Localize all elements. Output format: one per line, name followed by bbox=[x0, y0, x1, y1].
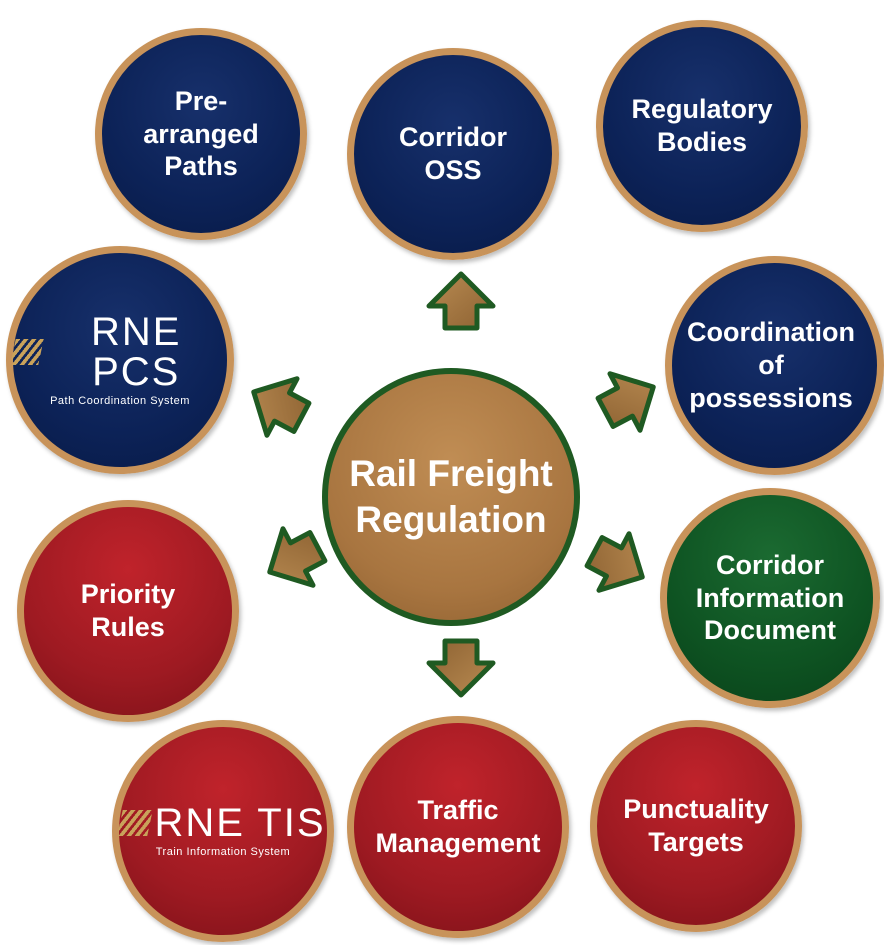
center-label-line1: Rail Freight bbox=[349, 452, 553, 494]
node-pre-arranged-paths: Pre- arranged Paths bbox=[95, 28, 307, 240]
node-rne-pcs: RNE PCS Path Coordination System bbox=[6, 246, 234, 474]
rne-pcs-logo-subtitle: Path Coordination System bbox=[50, 394, 190, 407]
node-label-line: of bbox=[758, 350, 784, 381]
rne-logo-mark-icon bbox=[117, 809, 154, 836]
node-label-line: Punctuality bbox=[623, 794, 769, 825]
arrow-up bbox=[429, 274, 493, 328]
rne-pcs-logo-text: RNE PCS bbox=[90, 309, 182, 394]
node-coordination-of-possessions: Coordination of possessions bbox=[665, 256, 884, 475]
node-rne-tis: RNE TIS Train Information System bbox=[112, 720, 334, 942]
node-priority-rules: Priority Rules bbox=[17, 500, 239, 722]
node-label-line: Priority bbox=[80, 579, 176, 610]
node-label-line: Rules bbox=[91, 612, 165, 642]
arrow-down bbox=[429, 641, 493, 695]
arrow-down-left bbox=[255, 518, 333, 600]
center-label-line2: Regulation bbox=[355, 499, 547, 540]
rne-pcs-logo: RNE PCS Path Coordination System bbox=[10, 309, 227, 408]
arrow-down-right bbox=[580, 523, 658, 605]
node-label-line: Information bbox=[695, 582, 845, 613]
arrow-up-left bbox=[239, 364, 317, 446]
node-corridor-oss: Corridor OSS bbox=[347, 48, 559, 260]
node-label-line: Regulatory bbox=[631, 94, 773, 125]
node-regulatory-bodies: Regulatory Bodies bbox=[596, 20, 808, 232]
node-label-line: possessions bbox=[689, 382, 853, 413]
node-label-line: Document bbox=[703, 615, 836, 646]
node-label-line: Targets bbox=[648, 827, 744, 857]
node-label-line: Pre- bbox=[174, 85, 228, 116]
node-punctuality-targets: Punctuality Targets bbox=[590, 720, 802, 932]
rne-tis-logo: RNE TIS Train Information System bbox=[117, 800, 326, 859]
rne-logo-mark-icon bbox=[10, 338, 45, 365]
node-label-line: Traffic bbox=[417, 795, 499, 826]
node-label-line: Paths bbox=[164, 151, 238, 182]
node-label-line: Management bbox=[375, 828, 541, 858]
center-circle: Rail Freight Regulation bbox=[322, 368, 580, 626]
rne-tis-logo-subtitle: Train Information System bbox=[155, 845, 291, 858]
node-label-line: OSS bbox=[424, 155, 482, 185]
node-label-line: Corridor bbox=[716, 549, 824, 580]
node-corridor-information-document: Corridor Information Document bbox=[660, 488, 880, 708]
arrow-up-right bbox=[591, 359, 669, 441]
node-label-line: Bodies bbox=[656, 127, 748, 157]
node-label-line: Corridor bbox=[399, 122, 507, 153]
node-traffic-management: Traffic Management bbox=[347, 716, 569, 938]
node-label-line: arranged bbox=[143, 118, 259, 149]
rne-tis-logo-text: RNE TIS bbox=[154, 800, 326, 845]
node-label-line: Coordination bbox=[687, 317, 855, 348]
